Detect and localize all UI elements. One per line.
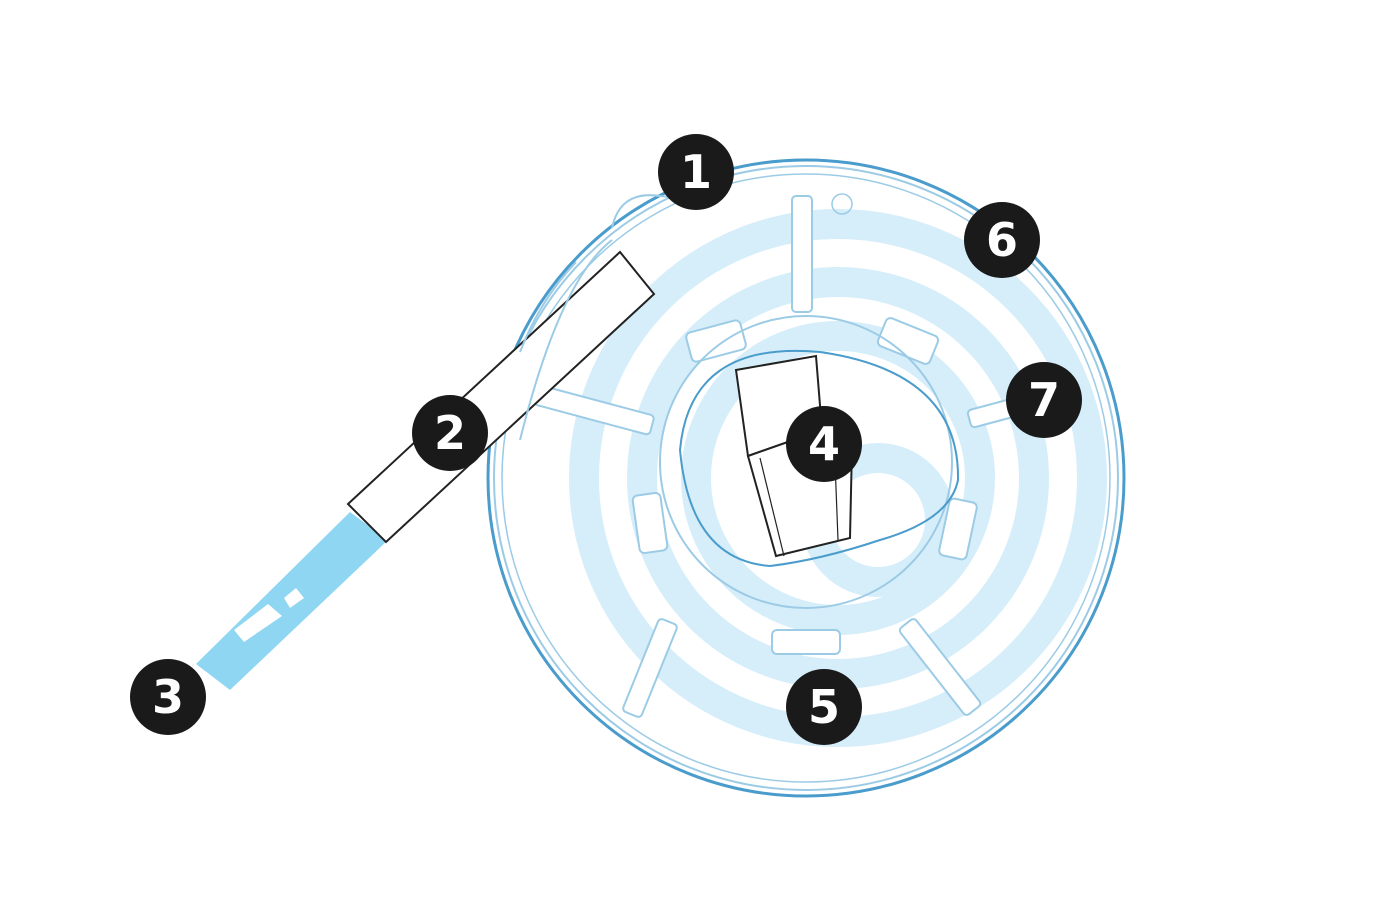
- callout-1: 1: [658, 134, 734, 210]
- reel-hub: [659, 315, 960, 609]
- tape-leader: [196, 512, 388, 690]
- callout-4: 4: [786, 406, 862, 482]
- callout-1-label: 1: [680, 145, 712, 199]
- callout-6-label: 6: [986, 213, 1018, 267]
- callout-3: 3: [130, 659, 206, 735]
- callout-3-label: 3: [152, 670, 184, 724]
- callout-5: 5: [786, 669, 862, 745]
- callout-4-label: 4: [808, 417, 840, 471]
- callout-2-label: 2: [434, 406, 466, 460]
- callout-7-label: 7: [1028, 373, 1060, 427]
- reel-housing: [486, 158, 1126, 798]
- callout-5-label: 5: [808, 680, 840, 734]
- tape-arm: [346, 250, 656, 544]
- tape-arm-outline: [519, 239, 613, 441]
- callout-7: 7: [1006, 362, 1082, 438]
- callout-6: 6: [964, 202, 1040, 278]
- callout-2: 2: [412, 395, 488, 471]
